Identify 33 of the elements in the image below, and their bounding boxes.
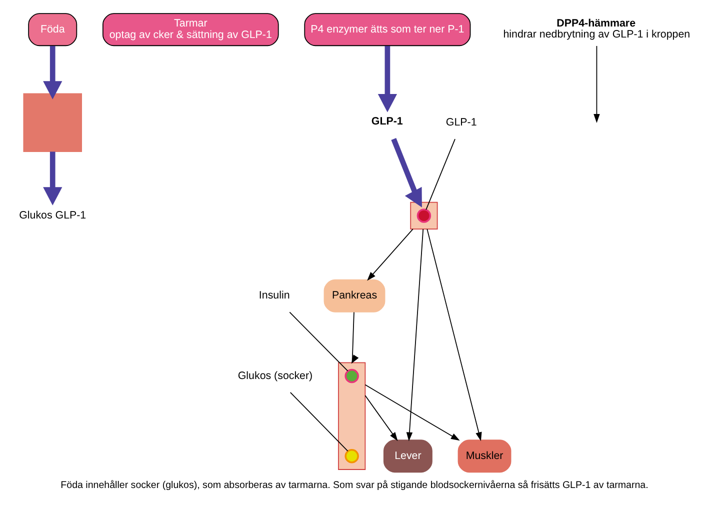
- node-box: Pankreas: [324, 279, 386, 312]
- node-circle: [344, 449, 359, 464]
- connector: [289, 312, 348, 372]
- arrow: [378, 46, 398, 112]
- connector: [426, 138, 456, 210]
- arrow: [364, 395, 398, 442]
- node-box: [23, 93, 82, 152]
- arrow: [43, 152, 62, 206]
- node-text: Glukos GLP-1: [19, 209, 86, 222]
- arrow: [426, 228, 482, 442]
- arrow: [367, 228, 414, 281]
- cluster: [410, 202, 438, 230]
- node-text: Glukos (socker): [238, 370, 313, 382]
- caption: Föda innehåller socker (glukos), som absorberas av tarmarna. Som svar på stigande blodsockernivåerna så frisätts GLP-1 av tarmarna.: [60, 480, 648, 492]
- node-box: P4 enzymer ätts som ter ner P-1: [304, 13, 471, 46]
- node-text: Insulin: [258, 290, 290, 302]
- arrow: [43, 46, 62, 100]
- node-circle: [344, 368, 359, 384]
- node-text: GLP-1: [446, 116, 477, 128]
- node-box: Tarmar optag av cker & sättning av GLP-1: [102, 13, 279, 46]
- cluster: [338, 362, 366, 470]
- arrow: [594, 46, 600, 123]
- arrow: [406, 228, 424, 442]
- arrow: [351, 312, 359, 364]
- node-box: Föda: [28, 13, 78, 46]
- node-box: Lever: [383, 440, 432, 473]
- node-box: Muskler: [458, 440, 512, 473]
- arrow: [364, 384, 460, 441]
- node-text: DPP4-hämmare hindrar nedbrytning av GLP-1 i kroppen: [503, 18, 690, 40]
- node-text: GLP-1: [371, 116, 403, 128]
- node-circle: [416, 208, 432, 223]
- arrow: [391, 138, 422, 208]
- connector: [290, 392, 348, 452]
